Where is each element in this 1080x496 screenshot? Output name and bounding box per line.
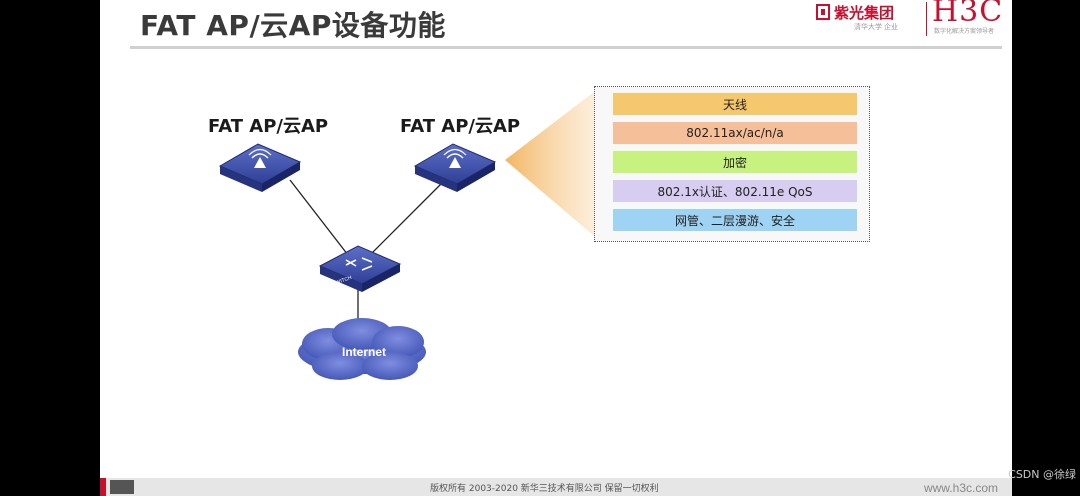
access-point-right-icon	[413, 143, 497, 192]
footer-accent	[100, 478, 106, 496]
network-diagram: SWITCH Internet	[218, 92, 594, 380]
footer-block	[110, 480, 134, 494]
feature-label: 天线	[722, 97, 747, 112]
feature-label: 802.11ax/ac/n/a	[686, 126, 784, 140]
internet-cloud-icon	[298, 318, 426, 380]
feature-panel: 天线 802.11ax/ac/n/a 加密 802.1x认证、802.11e Q…	[594, 86, 870, 242]
feature-row-management: 网管、二层漫游、安全	[613, 209, 857, 231]
feature-callout-beam	[505, 92, 594, 236]
feature-row-auth-qos: 802.1x认证、802.11e QoS	[613, 180, 857, 202]
ap-left-label: FAT AP/云AP	[208, 116, 329, 137]
feature-row-encryption: 加密	[613, 151, 857, 173]
feature-label: 802.1x认证、802.11e QoS	[657, 184, 813, 199]
feature-row-wifi-standards: 802.11ax/ac/n/a	[613, 122, 857, 144]
brand-logo-subtext: 数字化解决方案领导者	[934, 29, 995, 35]
access-point-left-icon	[218, 143, 302, 192]
feature-row-antenna: 天线	[613, 93, 857, 115]
brand-logo-text: H3C	[932, 0, 1004, 29]
internet-label: Internet	[342, 345, 386, 359]
csdn-watermark: CSDN @徐绿	[1008, 468, 1076, 481]
switch-icon	[318, 245, 402, 292]
h3c-logo: 紫光集团 清华大学 企业 H3C 数字化解决方案领导者	[816, 0, 1004, 42]
slide-footer: 版权所有 2003-2020 新华三技术有限公司 保留一切权利 www.h3c.…	[100, 478, 1012, 496]
group-logo-subtext: 清华大学 企业	[854, 24, 898, 31]
title-divider	[130, 46, 1002, 49]
footer-url: www.h3c.com	[923, 481, 998, 495]
feature-label: 网管、二层漫游、安全	[674, 213, 795, 228]
group-logo-text: 紫光集团	[834, 4, 895, 22]
link-right-ap-switch	[369, 179, 446, 256]
feature-label: 加密	[722, 155, 747, 170]
ziguang-logo-icon	[816, 4, 830, 20]
slide-title: FAT AP/云AP设备功能	[140, 9, 446, 42]
link-left-ap-switch	[289, 179, 349, 256]
slide: FAT AP/云AP设备功能 紫光集团 清华大学 企业 H3C 数字化解决方案领…	[100, 0, 1012, 496]
logo-separator	[926, 2, 927, 36]
ap-right-label: FAT AP/云AP	[400, 116, 521, 137]
footer-copyright: 版权所有 2003-2020 新华三技术有限公司 保留一切权利	[430, 484, 659, 494]
